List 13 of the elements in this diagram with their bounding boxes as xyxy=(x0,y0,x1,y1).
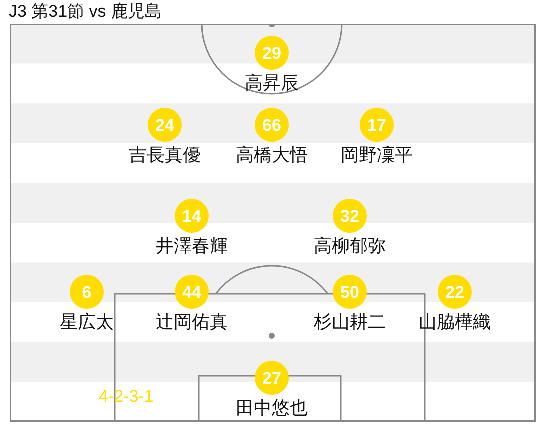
player-name: 高橋大悟 xyxy=(236,144,308,166)
player-name: 田中悠也 xyxy=(236,397,308,419)
player-name: 吉長真優 xyxy=(129,144,201,166)
player-name: 杉山耕二 xyxy=(314,311,386,333)
match-title: J3 第31節 vs 鹿児島 xyxy=(9,1,162,23)
player-name: 辻岡佑真 xyxy=(156,311,228,333)
player-name: 井澤春輝 xyxy=(156,235,228,257)
player-name: 高昇辰 xyxy=(245,72,299,94)
player-name: 星広太 xyxy=(60,311,114,333)
player-name: 山脇樺織 xyxy=(419,311,491,333)
player-name: 高柳郁弥 xyxy=(314,235,386,257)
formation-label: 4-2-3-1 xyxy=(99,386,154,408)
player-name: 岡野凜平 xyxy=(341,144,413,166)
